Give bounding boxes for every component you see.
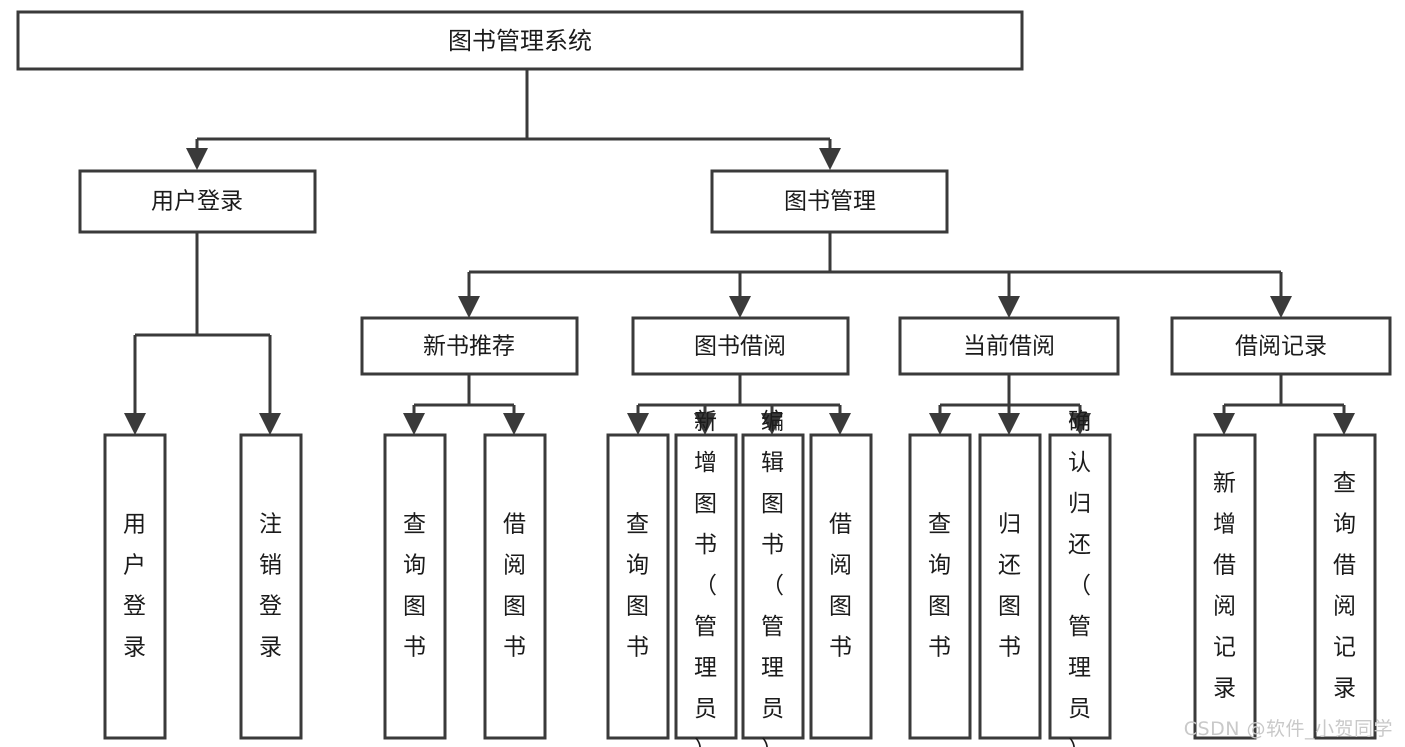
node-box	[674, 433, 738, 740]
arrow-head-icon	[819, 148, 841, 170]
leaf-label: 查询图书	[626, 511, 650, 660]
leaf-node[interactable]: 确认归还（管理员）	[1048, 409, 1112, 747]
node-box	[1313, 433, 1377, 740]
arrow-head-icon	[929, 413, 951, 435]
leaf-label: 查询借阅记录	[1333, 470, 1357, 701]
node-label-user-login: 用户登录	[151, 189, 243, 215]
node-box	[360, 316, 579, 376]
node-box	[483, 433, 547, 740]
node-label-book-borrow: 图书借阅	[694, 334, 786, 360]
arrow-head-icon	[829, 413, 851, 435]
node-box	[239, 433, 303, 740]
node-box	[383, 433, 447, 740]
leaf-node[interactable]: 新增借阅记录	[1193, 433, 1257, 740]
leaf-label: 查询图书	[403, 511, 427, 660]
arrow-head-icon	[1069, 413, 1091, 435]
node-label-current-borrow: 当前借阅	[963, 334, 1055, 360]
node-box	[631, 316, 850, 376]
node-box	[908, 433, 972, 740]
arrow-head-icon	[1333, 413, 1355, 435]
leaf-label: 新增图书（管理员）	[694, 409, 718, 747]
node-box	[78, 169, 317, 234]
node-user-login[interactable]: 用户登录	[78, 169, 317, 234]
leaf-node[interactable]: 查询图书	[908, 433, 972, 740]
node-box	[809, 433, 873, 740]
node-box	[1048, 433, 1112, 740]
leaf-node[interactable]: 查询借阅记录	[1313, 433, 1377, 740]
node-box	[606, 433, 670, 740]
connector-user-login-to-leaves	[124, 232, 281, 435]
leaf-label: 借阅图书	[503, 511, 527, 660]
connector-book-borrow-to-leaves	[627, 374, 851, 435]
node-box	[741, 433, 805, 740]
leaf-node[interactable]: 查询图书	[383, 433, 447, 740]
node-box	[103, 433, 167, 740]
arrow-head-icon	[729, 296, 751, 318]
leaf-node[interactable]: 注销登录	[239, 433, 303, 740]
leaf-label: 查询图书	[928, 511, 952, 660]
leaf-node[interactable]: 借阅图书	[483, 433, 547, 740]
arrow-head-icon	[259, 413, 281, 435]
leaf-node[interactable]: 新增图书（管理员）	[674, 409, 738, 747]
leaf-label: 归还图书	[998, 511, 1022, 660]
node-new-book-recommend[interactable]: 新书推荐	[360, 316, 579, 376]
node-box	[710, 169, 949, 234]
node-box	[898, 316, 1120, 376]
arrow-head-icon	[403, 413, 425, 435]
node-label-borrow-record: 借阅记录	[1235, 334, 1327, 360]
leaf-label: 新增借阅记录	[1213, 470, 1237, 701]
arrow-head-icon	[998, 413, 1020, 435]
leaf-label: 确认归还（管理员）	[1068, 409, 1092, 747]
leaf-label: 借阅图书	[829, 511, 853, 660]
node-box	[1170, 316, 1392, 376]
connector-root-to-level2	[186, 69, 841, 170]
node-current-borrow[interactable]: 当前借阅	[898, 316, 1120, 376]
leaf-node[interactable]: 查询图书	[606, 433, 670, 740]
arrow-head-icon	[1213, 413, 1235, 435]
node-label-book-manage: 图书管理	[784, 189, 876, 215]
arrow-head-icon	[124, 413, 146, 435]
arrow-head-icon	[998, 296, 1020, 318]
arrow-head-icon	[694, 413, 716, 435]
leaf-label: 编辑图书（管理员）	[761, 409, 785, 747]
node-root-system[interactable]: 图书管理系统	[16, 10, 1024, 71]
node-book-manage[interactable]: 图书管理	[710, 169, 949, 234]
leaf-label: 用户登录	[123, 511, 147, 660]
connector-book-manage-to-level3	[458, 232, 1292, 318]
leaf-node[interactable]: 借阅图书	[809, 433, 873, 740]
arrow-head-icon	[503, 413, 525, 435]
node-borrow-record[interactable]: 借阅记录	[1170, 316, 1392, 376]
node-box	[978, 433, 1042, 740]
arrow-head-icon	[761, 413, 783, 435]
leaf-node[interactable]: 用户登录	[103, 433, 167, 740]
node-box	[16, 10, 1024, 71]
leaf-node[interactable]: 归还图书	[978, 433, 1042, 740]
connector-current-borrow-to-leaves	[929, 374, 1091, 435]
node-label-new-book-recommend: 新书推荐	[423, 334, 515, 360]
leaf-label: 注销登录	[259, 511, 283, 660]
arrow-head-icon	[458, 296, 480, 318]
arrow-head-icon	[186, 148, 208, 170]
leaf-node[interactable]: 编辑图书（管理员）	[741, 409, 805, 747]
node-label-root: 图书管理系统	[448, 27, 592, 55]
node-book-borrow[interactable]: 图书借阅	[631, 316, 850, 376]
connector-borrow-record-to-leaves	[1213, 374, 1355, 435]
arrow-head-icon	[1270, 296, 1292, 318]
connector-new-book-to-leaves	[403, 374, 525, 435]
arrow-head-icon	[627, 413, 649, 435]
node-box	[1193, 433, 1257, 740]
